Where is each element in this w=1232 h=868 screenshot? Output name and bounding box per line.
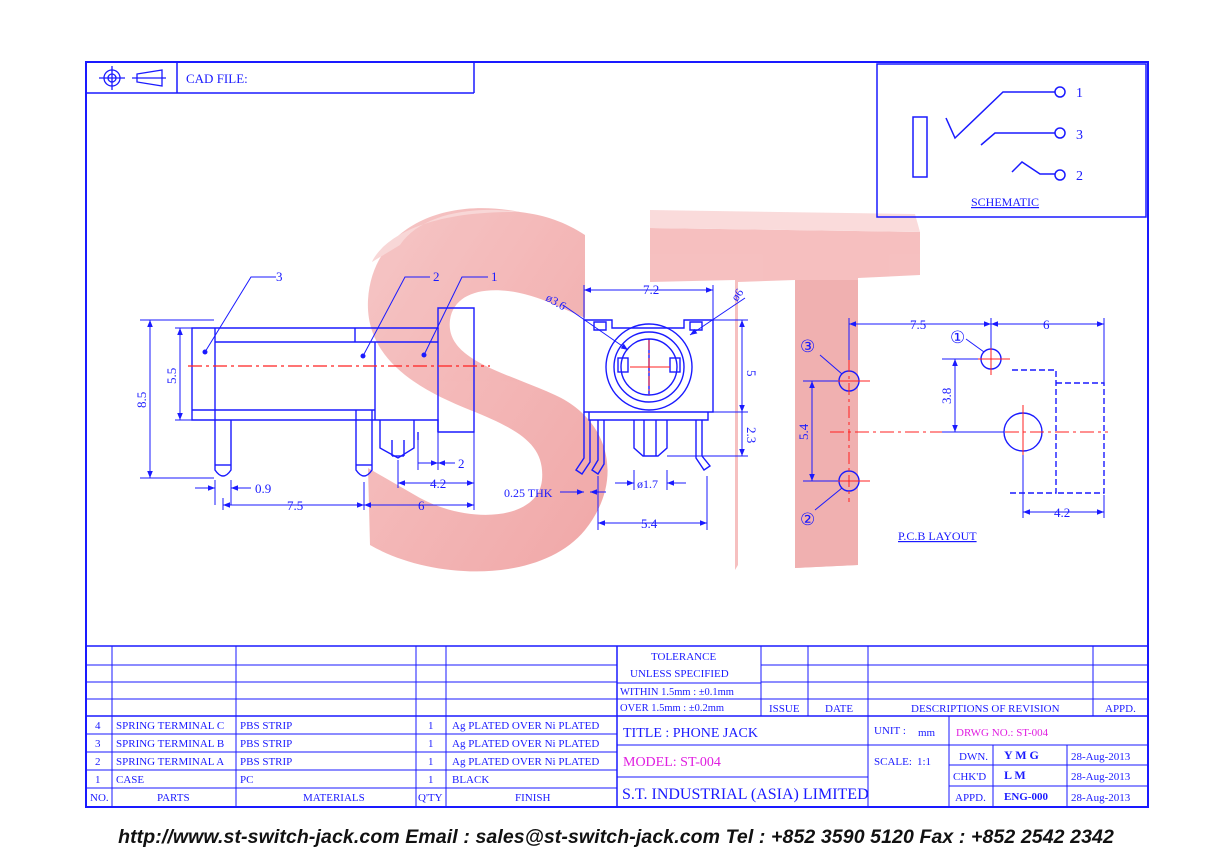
- bom-row-part: CASE: [116, 774, 144, 786]
- bom-row-qty: 1: [428, 774, 434, 786]
- dwn-value: Y M G: [1004, 748, 1039, 762]
- tolerance-over: OVER 1.5mm : ±0.2mm: [620, 703, 724, 714]
- pcb-dim-4-2: 4.2: [1054, 505, 1070, 520]
- bom-row-material: PBS STRIP: [240, 720, 292, 732]
- bom-row-no: 1: [95, 774, 101, 786]
- bom-row-material: PBS STRIP: [240, 738, 292, 750]
- dim-body-height: 5.5: [164, 368, 179, 384]
- pcb-dim-7-5: 7.5: [910, 317, 926, 332]
- side-view-leaders: [202, 276, 488, 359]
- pcb-pad-2-marker: ②: [800, 510, 815, 529]
- front-view-dimensions: [560, 285, 748, 530]
- dim-thickness: 0.25 THK: [504, 486, 553, 500]
- schematic-diagram: [912, 86, 1066, 181]
- bom-row-no: 4: [95, 720, 101, 732]
- bom-row-part: SPRING TERMINAL B: [116, 738, 224, 750]
- bom-row-qty: 1: [428, 720, 434, 732]
- pcb-layout-drawing: [838, 348, 1105, 494]
- dim-7-2: 7.2: [643, 282, 659, 297]
- projection-symbol-icon: [99, 66, 166, 90]
- watermark-text: ST: [0, 0, 2, 1]
- side-callout-2: 2: [433, 269, 440, 284]
- scale-value: 1:1: [917, 756, 931, 768]
- st-watermark-logo: ST: [0, 0, 920, 572]
- bom-row-no: 2: [95, 756, 101, 768]
- pcb-centerlines: [830, 340, 1108, 502]
- schematic-pin-1: 1: [1076, 86, 1083, 101]
- company-name: S.T. INDUSTRIAL (ASIA) LIMITED: [622, 786, 869, 803]
- bom-row-part: SPRING TERMINAL A: [116, 756, 224, 768]
- chkd-label: CHK'D: [953, 771, 986, 783]
- unit-label: UNIT :: [874, 725, 906, 737]
- cad-file-label: CAD FILE:: [186, 71, 248, 86]
- dim-phi-1-7: ø1.7: [637, 477, 658, 491]
- pcb-dimensions: [803, 318, 1105, 518]
- pcb-dim-3-8: 3.8: [939, 388, 954, 404]
- pcb-pad-1-marker: ①: [950, 328, 965, 347]
- dim-4-2: 4.2: [430, 476, 446, 491]
- title-text: TITLE : PHONE JACK: [623, 726, 758, 741]
- bom-rows: 4 SPRING TERMINAL C PBS STRIP 1 Ag PLATE…: [95, 720, 599, 786]
- revision-appd-header: APPD.: [1105, 703, 1136, 715]
- bom-header-finish: FINISH: [515, 792, 551, 804]
- contact-footer: http://www.st-switch-jack.com Email : sa…: [118, 826, 1114, 848]
- dim-6: 6: [418, 498, 425, 513]
- revision-descriptions-header: DESCRIPTIONS OF REVISION: [911, 703, 1060, 715]
- bom-row-qty: 1: [428, 738, 434, 750]
- dim-2-3: 2.3: [744, 427, 759, 443]
- pcb-dim-6: 6: [1043, 317, 1050, 332]
- appd-value: ENG-000: [1004, 791, 1049, 803]
- side-view-dimensions: [140, 319, 475, 510]
- side-callout-3: 3: [276, 269, 283, 284]
- appd-label: APPD.: [955, 792, 986, 804]
- bom-row-material: PBS STRIP: [240, 756, 292, 768]
- bom-row-finish: BLACK: [452, 774, 489, 786]
- schematic-pin-3: 3: [1076, 128, 1083, 143]
- revision-issue-header: ISSUE: [769, 703, 800, 715]
- bom-row-finish: Ag PLATED OVER Ni PLATED: [452, 756, 599, 768]
- dim-5: 5: [744, 370, 759, 377]
- bom-header-no: NO.: [90, 792, 109, 804]
- schematic-label: SCHEMATIC: [971, 195, 1039, 209]
- revision-date-header: DATE: [825, 703, 853, 715]
- bom-header-parts: PARTS: [157, 792, 190, 804]
- side-callout-1: 1: [491, 269, 498, 284]
- tolerance-title: TOLERANCE: [651, 651, 716, 663]
- dim-phi-6: ø6: [728, 286, 746, 304]
- pcb-pad-3-marker: ③: [800, 337, 815, 356]
- model-text: MODEL: ST-004: [623, 755, 721, 770]
- bom-row-part: SPRING TERMINAL C: [116, 720, 224, 732]
- dwn-date: 28-Aug-2013: [1071, 751, 1131, 763]
- drawing-number: DRWG NO.: ST-004: [956, 727, 1049, 739]
- dim-2: 2: [458, 456, 465, 471]
- dim-5-4: 5.4: [641, 516, 658, 531]
- schematic-pin-2: 2: [1076, 169, 1083, 184]
- bom-row-material: PC: [240, 774, 253, 786]
- dim-0-9: 0.9: [255, 481, 271, 496]
- bom-row-no: 3: [95, 738, 101, 750]
- title-block-grid: [86, 645, 1148, 807]
- dim-overall-height: 8.5: [134, 392, 149, 408]
- tolerance-within: WITHIN 1.5mm : ±0.1mm: [620, 687, 734, 698]
- bom-row-qty: 1: [428, 756, 434, 768]
- bom-header-materials: MATERIALS: [303, 792, 365, 804]
- pcb-layout-label: P.C.B LAYOUT: [898, 529, 977, 543]
- dwn-label: DWN.: [959, 751, 988, 763]
- pcb-dim-5-4: 5.4: [796, 423, 811, 440]
- appd-date: 28-Aug-2013: [1071, 792, 1131, 804]
- bom-row-finish: Ag PLATED OVER Ni PLATED: [452, 720, 599, 732]
- bom-row-finish: Ag PLATED OVER Ni PLATED: [452, 738, 599, 750]
- dim-7-5: 7.5: [287, 498, 303, 513]
- bom-header-qty: Q'TY: [418, 792, 443, 804]
- scale-label: SCALE:: [874, 756, 912, 768]
- chkd-value: L M: [1004, 768, 1026, 782]
- unit-value: mm: [918, 727, 936, 739]
- chkd-date: 28-Aug-2013: [1071, 771, 1131, 783]
- tolerance-subtitle: UNLESS SPECIFIED: [630, 668, 729, 680]
